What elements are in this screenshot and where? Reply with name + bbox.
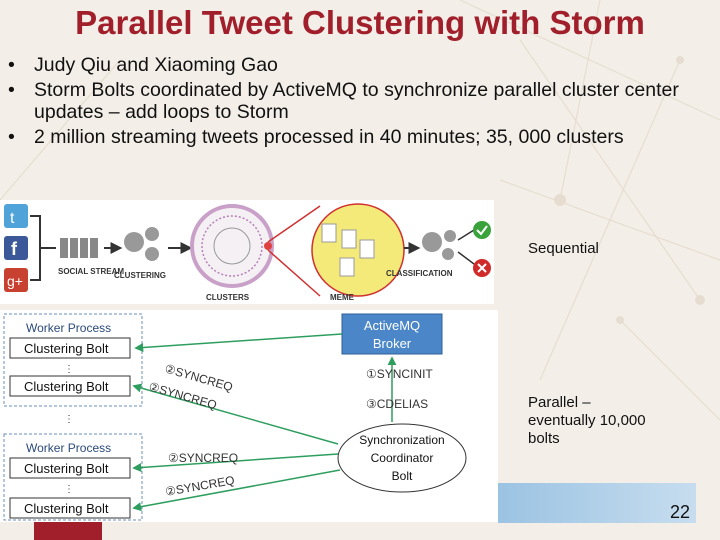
bullet-dot: • xyxy=(8,54,15,76)
input-connector xyxy=(30,215,56,281)
arrow-icon xyxy=(134,333,343,353)
bullet-list: • Judy Qiu and Xiaoming Gao • Storm Bolts … xyxy=(4,54,694,151)
check-icon xyxy=(473,221,491,239)
coordinator-label-line2: Coordinator xyxy=(371,451,434,465)
document-icon xyxy=(321,223,375,277)
syncinit-label: ①SYNCINIT xyxy=(366,367,433,381)
page-number: 22 xyxy=(669,502,690,522)
clustering-bolt xyxy=(9,497,131,519)
facebook-icon xyxy=(4,236,28,260)
svg-text:g+: g+ xyxy=(7,273,23,289)
parallel-architecture-figure: Worker Process Clustering Bolt ⋮ Cluster… xyxy=(0,310,498,522)
footer-bar xyxy=(498,483,696,523)
sequential-label: Sequential xyxy=(528,240,599,257)
arrow-icon xyxy=(132,453,339,472)
syncreq-label: ②SYNCREQ xyxy=(168,451,238,465)
sync-coordinator-bolt xyxy=(337,423,467,493)
worker-process-box xyxy=(3,433,143,521)
bullet-item: • 2 million streaming tweets processed in… xyxy=(4,126,694,148)
bullet-dot: • xyxy=(8,126,15,148)
clusters-graph-icon xyxy=(190,204,274,288)
clustering-bolt xyxy=(9,337,131,359)
sequential-pipeline-figure: t f g+ SOCIAL STREAM CLUSTERING CLUSTERS… xyxy=(0,200,494,304)
bullet-item: • Judy Qiu and Xiaoming Gao xyxy=(4,54,694,76)
bullet-text: Storm Bolts coordinated by ActiveMQ to s… xyxy=(34,79,679,123)
clustering-bolt xyxy=(9,375,131,397)
svg-text:t: t xyxy=(10,210,15,227)
gear-icon xyxy=(422,230,456,260)
worker-process-title: Worker Process xyxy=(26,321,111,335)
svg-text:f: f xyxy=(11,239,18,259)
clustering-bolt-label: Clustering Bolt xyxy=(24,341,109,356)
zoom-lines xyxy=(267,205,321,297)
parallel-label: Parallel – eventually 10,000 bolts xyxy=(528,394,646,447)
coordinator-label-line3: Bolt xyxy=(392,469,413,483)
meme-circle xyxy=(311,203,405,297)
bullet-item: • Storm Bolts coordinated by ActiveMQ to … xyxy=(4,79,694,123)
gear-icon xyxy=(124,227,159,261)
clusters-label: CLUSTERS xyxy=(206,293,250,302)
twitter-icon xyxy=(4,204,28,228)
arrow-icon xyxy=(132,383,339,445)
social-stream-label: SOCIAL STREAM xyxy=(58,267,124,276)
worker-process-title: Worker Process xyxy=(26,441,111,455)
bullet-text: Judy Qiu and Xiaoming Gao xyxy=(34,54,278,76)
broker-label-line1: ActiveMQ xyxy=(364,318,420,333)
bullet-dot: • xyxy=(8,79,15,101)
clustering-bolt-label: Clustering Bolt xyxy=(24,501,109,516)
activemq-broker xyxy=(341,313,443,355)
google-plus-icon xyxy=(4,268,28,292)
ellipsis: ⋮ xyxy=(64,414,74,425)
broker-label-line2: Broker xyxy=(373,336,412,351)
slide-title: Parallel Tweet Clustering with Storm xyxy=(75,4,645,41)
ellipsis: ⋮ xyxy=(64,484,74,495)
clustering-label: CLUSTERING xyxy=(114,271,166,280)
cdelias-label: ③CDELIAS xyxy=(366,397,428,411)
ellipsis: ⋮ xyxy=(64,364,74,375)
meme-label: MEME xyxy=(330,293,355,302)
document-stack-icon xyxy=(60,238,98,258)
clustering-bolt xyxy=(9,457,131,479)
classification-label: CLASSIFICATION xyxy=(386,269,453,278)
clustering-bolt-label: Clustering Bolt xyxy=(24,461,109,476)
bullet-text: 2 million streaming tweets processed in … xyxy=(34,126,624,148)
arrow-icon xyxy=(132,469,341,512)
clustering-bolt-label: Clustering Bolt xyxy=(24,379,109,394)
coordinator-label-line1: Synchronization xyxy=(359,433,444,447)
footer-accent xyxy=(34,522,102,540)
